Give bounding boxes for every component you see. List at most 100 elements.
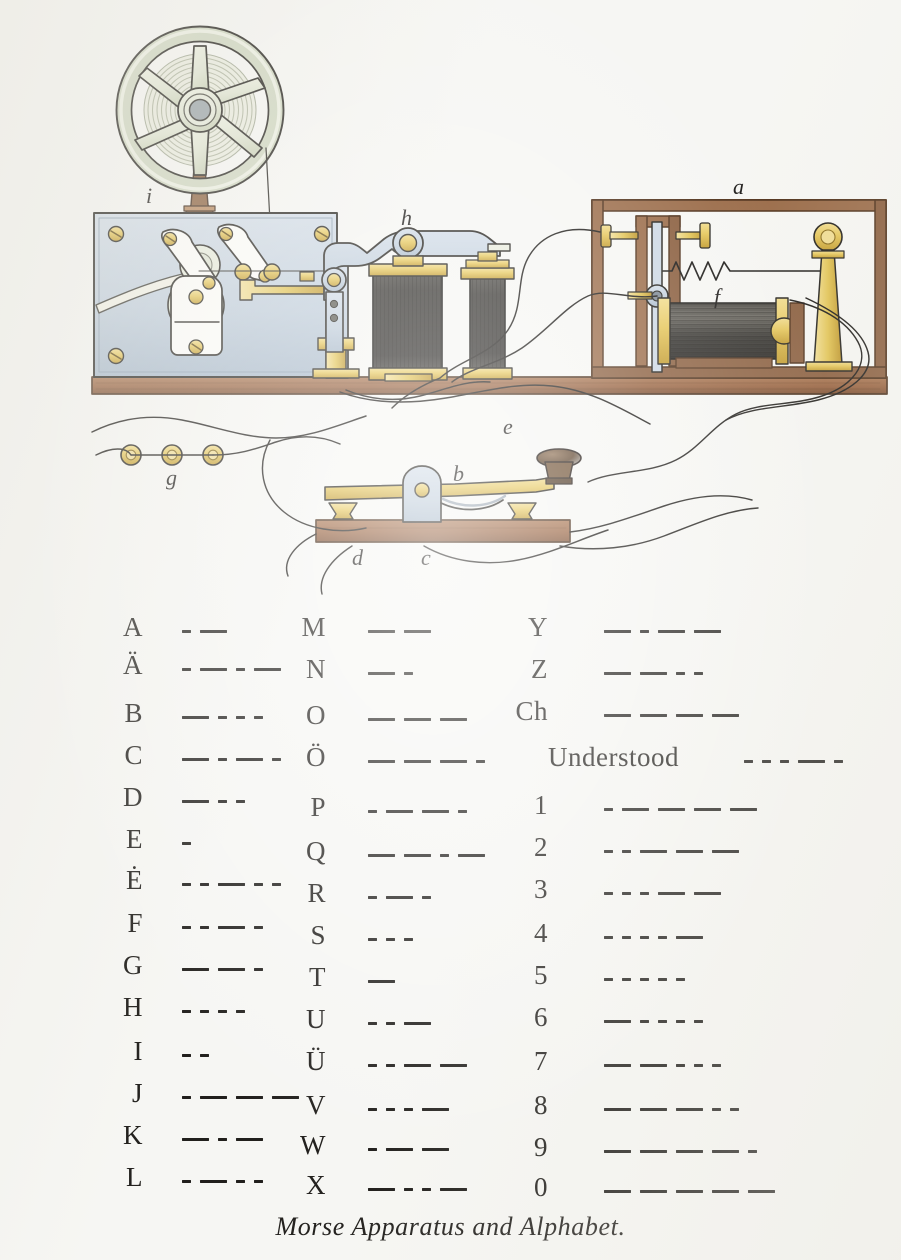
morse-dash — [236, 1137, 263, 1142]
morse-dot — [676, 1019, 685, 1024]
morse-dash — [694, 807, 721, 812]
alphabet-code — [368, 1136, 458, 1163]
morse-dot — [694, 671, 703, 676]
morse-dot — [368, 1107, 377, 1112]
alphabet-letter: F — [127, 908, 143, 938]
figure-label-e: e — [503, 414, 513, 439]
morse-dash — [386, 1147, 413, 1152]
morse-dot — [236, 715, 245, 720]
morse-dot — [640, 1019, 649, 1024]
morse-dash — [604, 1063, 631, 1068]
morse-dash — [254, 667, 281, 672]
morse-dash — [748, 1189, 775, 1194]
morse-dash — [676, 1107, 703, 1112]
morse-dash — [368, 853, 395, 858]
morse-dot — [200, 882, 209, 887]
morse-dot — [780, 759, 789, 764]
morse-dash — [218, 882, 245, 887]
alphabet-letter: 2 — [534, 832, 548, 862]
figure-label-i: i — [146, 183, 153, 208]
alphabet-code — [182, 830, 200, 857]
alphabet-code — [182, 871, 290, 898]
morse-dash — [182, 1137, 209, 1142]
morse-dash — [640, 1189, 667, 1194]
alphabet-letter: B — [124, 698, 143, 728]
morse-dot — [712, 1107, 721, 1112]
morse-dash — [200, 1095, 227, 1100]
alphabet-letter: O — [306, 700, 326, 730]
morse-dash — [676, 713, 703, 718]
alphabet-code — [368, 706, 476, 733]
morse-dot — [834, 759, 843, 764]
morse-dash — [182, 799, 209, 804]
morse-dot — [658, 1019, 667, 1024]
alphabet-code — [604, 618, 730, 645]
morse-apparatus-figure: i h a f e g b c d — [0, 0, 901, 600]
alphabet-code — [604, 796, 766, 823]
morse-dot — [640, 891, 649, 896]
morse-dot — [622, 977, 631, 982]
morse-dash — [676, 1189, 703, 1194]
alphabet-letter: E — [126, 824, 143, 854]
morse-dot — [182, 1179, 191, 1184]
figure-label-d: d — [352, 545, 363, 570]
morse-dash — [604, 713, 631, 718]
morse-dot — [182, 667, 191, 672]
morse-dash — [676, 1149, 703, 1154]
alphabet-code — [368, 798, 476, 825]
alphabet-code — [182, 914, 272, 941]
alphabet-letter: Ch — [515, 696, 548, 726]
morse-dot — [386, 1063, 395, 1068]
alphabet-letter: G — [123, 950, 143, 980]
alphabet-letter: V — [306, 1090, 326, 1120]
alphabet-code — [604, 1178, 784, 1205]
morse-dash — [676, 849, 703, 854]
figure-label-b: b — [453, 461, 464, 486]
alphabet-letter: 0 — [534, 1172, 548, 1202]
alphabet-letter: I — [133, 1036, 143, 1066]
morse-dot — [254, 882, 263, 887]
morse-dash — [404, 853, 431, 858]
morse-dot — [254, 715, 263, 720]
morse-dash — [658, 629, 685, 634]
figure-label-a: a — [733, 174, 744, 199]
morse-dot — [440, 853, 449, 858]
morse-dot — [604, 807, 613, 812]
morse-dot — [622, 849, 631, 854]
morse-dot — [694, 1019, 703, 1024]
morse-dash — [694, 629, 721, 634]
alphabet-letter: H — [123, 992, 143, 1022]
morse-dot — [272, 757, 281, 762]
alphabet-code — [368, 884, 440, 911]
morse-dash — [200, 1179, 227, 1184]
morse-dot — [622, 891, 631, 896]
morse-dash — [622, 807, 649, 812]
morse-dash — [640, 713, 667, 718]
morse-dash — [404, 717, 431, 722]
morse-dot — [236, 1179, 245, 1184]
morse-dot — [368, 1021, 377, 1026]
alphabet-letter: Ä — [123, 650, 143, 680]
alphabet-letter: S — [310, 920, 326, 950]
morse-dash — [458, 853, 485, 858]
morse-dot — [622, 935, 631, 940]
morse-dot — [712, 1063, 721, 1068]
alphabet-letter: J — [131, 1078, 143, 1108]
morse-dot — [368, 1147, 377, 1152]
alphabet-code — [368, 748, 494, 775]
morse-dash — [422, 1107, 449, 1112]
morse-dash — [404, 629, 431, 634]
morse-dash — [604, 1019, 631, 1024]
morse-dash — [640, 1149, 667, 1154]
alphabet-letter: 5 — [534, 960, 548, 990]
morse-dot — [254, 1179, 263, 1184]
morse-dash — [640, 849, 667, 854]
morse-dash — [712, 849, 739, 854]
morse-dash — [404, 1021, 431, 1026]
morse-dash — [368, 717, 395, 722]
morse-dot — [182, 629, 191, 634]
morse-dot — [218, 1009, 227, 1014]
morse-dash — [218, 925, 245, 930]
